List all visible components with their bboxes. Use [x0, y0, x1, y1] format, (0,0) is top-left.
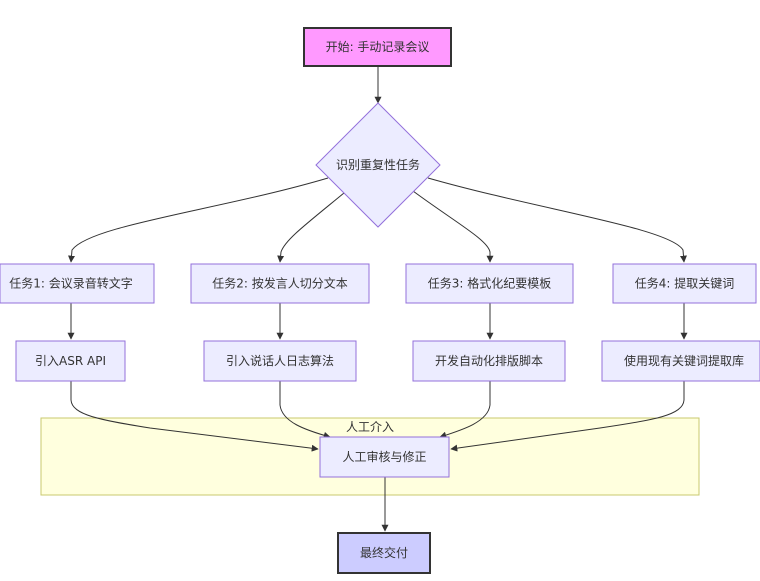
review-label: 人工审核与修正 [342, 449, 426, 464]
start-box [303, 27, 452, 67]
sub1-box [15, 340, 126, 382]
node-sub1[interactable]: 引入ASR API [15, 340, 126, 382]
sub3-label: 开发自动化排版脚本 [435, 353, 543, 368]
node-task2[interactable]: 任务2: 按发言人切分文本 [190, 263, 370, 304]
node-sub2[interactable]: 引入说话人日志算法 [203, 340, 357, 382]
final-label: 最终交付 [360, 545, 408, 560]
node-task4[interactable]: 任务4: 提取关键词 [612, 263, 757, 304]
cluster-label: 人工介入 [346, 420, 394, 434]
task3-label: 任务3: 格式化纪要模板 [428, 276, 552, 291]
final-box [337, 532, 431, 574]
edge-identify-task4 [427, 177, 687, 263]
edges-group [67, 66, 688, 532]
task2-label: 任务2: 按发言人切分文本 [212, 276, 348, 291]
nodes-group: 开始: 手动记录会议 识别重复性任务 任务1: 会议录音转文字 任务2: 按发言… [0, 27, 760, 574]
node-identify-decision[interactable]: 识别重复性任务 [315, 102, 441, 228]
sub2-box [203, 340, 357, 382]
edge-identify-task3 [412, 190, 494, 263]
edge-sub2-review [279, 381, 331, 439]
edge-identify-task1 [68, 177, 329, 263]
identify-label: 识别重复性任务 [336, 157, 420, 172]
task4-box [612, 263, 757, 304]
decision-diamond [315, 102, 441, 228]
sub4-label: 使用现有关键词提取库 [624, 353, 744, 368]
node-task1[interactable]: 任务1: 会议录音转文字 [0, 263, 155, 304]
sub3-box [412, 340, 566, 382]
node-start[interactable]: 开始: 手动记录会议 [303, 27, 452, 67]
task2-box [190, 263, 370, 304]
start-label: 开始: 手动记录会议 [326, 40, 430, 54]
sub1-label: 引入ASR API [35, 354, 106, 368]
edge-sub1-review [70, 381, 319, 452]
task4-label: 任务4: 提取关键词 [635, 276, 735, 291]
sub4-box [601, 340, 760, 382]
edge-identify-task2 [277, 192, 345, 263]
node-sub4[interactable]: 使用现有关键词提取库 [601, 340, 760, 382]
edge-sub4-review [450, 381, 685, 452]
sub2-label: 引入说话人日志算法 [226, 353, 334, 368]
node-final[interactable]: 最终交付 [337, 532, 431, 574]
node-sub3[interactable]: 开发自动化排版脚本 [412, 340, 566, 382]
task3-box [405, 263, 574, 304]
task1-label: 任务1: 会议录音转文字 [9, 276, 133, 291]
node-task3[interactable]: 任务3: 格式化纪要模板 [405, 263, 574, 304]
edge-sub3-review [439, 381, 491, 439]
review-box [319, 436, 450, 478]
task1-box [0, 263, 155, 304]
node-review[interactable]: 人工审核与修正 [319, 436, 450, 478]
